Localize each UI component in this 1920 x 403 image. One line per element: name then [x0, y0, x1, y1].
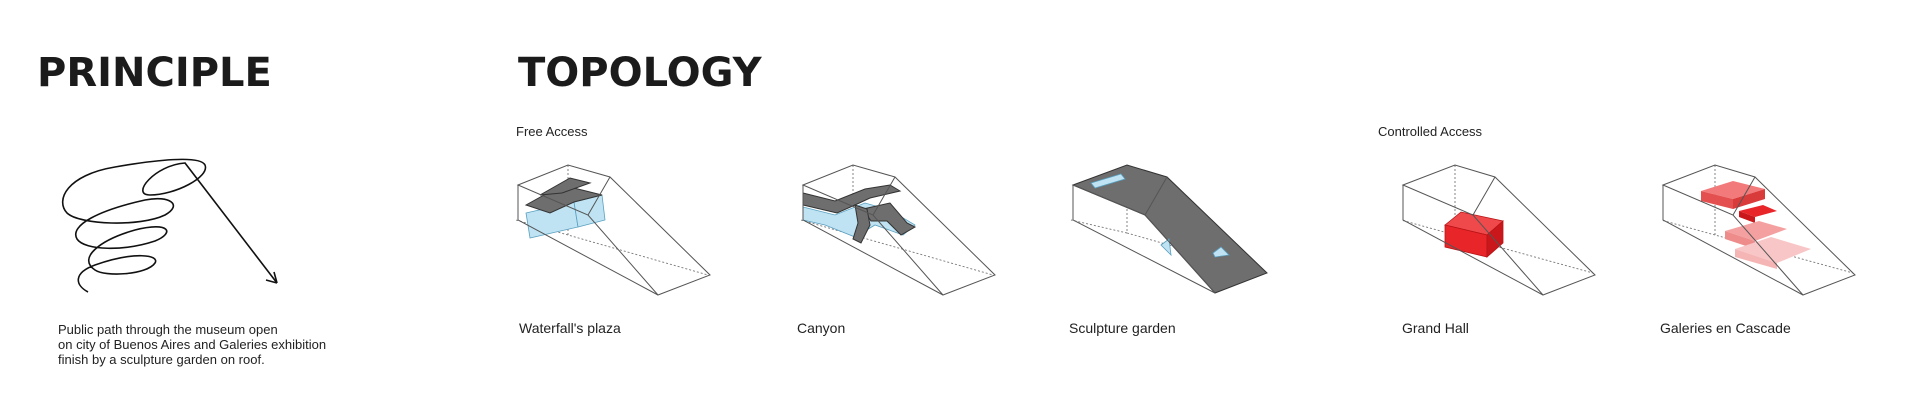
waterfalls-plaza-diagram [515, 164, 711, 296]
topology-title: TOPOLOGY [518, 50, 762, 96]
arrow-head-icon [265, 271, 278, 284]
sculpture-garden-label: Sculpture garden [1069, 320, 1176, 336]
sculpture-garden-diagram [1070, 164, 1268, 294]
canyon-label: Canyon [797, 320, 846, 336]
galeries-en-cascade-diagram [1660, 164, 1856, 296]
description-line: finish by a sculpture garden on roof. [58, 352, 265, 367]
principle-title: PRINCIPLE [37, 50, 272, 96]
description-line: on city of Buenos Aires and Galeries exh… [58, 337, 327, 352]
grand-hall-label: Grand Hall [1402, 320, 1469, 336]
waterfalls-plaza-label: Waterfall's plaza [519, 320, 621, 336]
controlled-access-label: Controlled Access [1378, 124, 1483, 139]
canyon-diagram [800, 164, 996, 296]
principle-spiral-path-diagram [61, 158, 278, 293]
spiral-path-line [61, 158, 278, 293]
grand-hall-diagram [1400, 164, 1596, 296]
free-access-label: Free Access [516, 124, 588, 139]
description-line: Public path through the museum open [58, 322, 278, 337]
principle-description: Public path through the museum open on c… [58, 322, 378, 367]
galeries-en-cascade-label: Galeries en Cascade [1660, 320, 1791, 336]
